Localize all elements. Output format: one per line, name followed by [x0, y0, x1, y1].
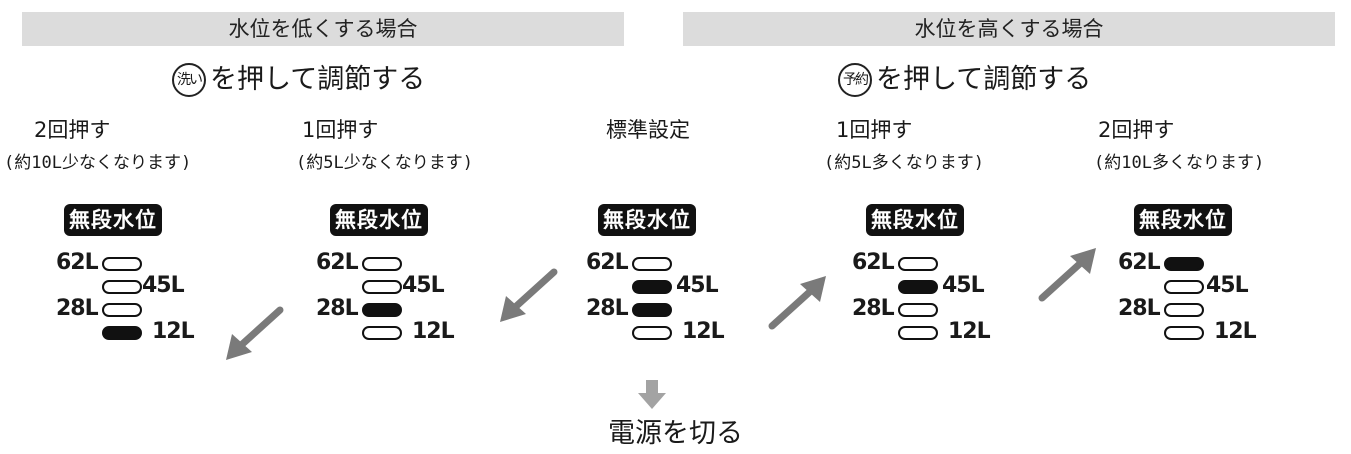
indicator-62l-active	[1164, 257, 1204, 271]
panel-title: 無段水位	[1134, 204, 1232, 236]
step-note-2: (約5L少なくなります)	[296, 153, 473, 173]
water-level-panel-4: 無段水位 62L 45L 28L 12L	[852, 200, 1048, 368]
step-note-5: (約10L多くなります)	[1094, 153, 1265, 173]
level-12l-label: 12L	[1214, 319, 1257, 344]
indicator-12l	[632, 326, 672, 340]
indicator-45l	[362, 280, 402, 294]
water-level-panel-2: 無段水位 62L 45L 28L 12L	[316, 200, 512, 368]
left-instruction: 洗い を押して調節する	[172, 62, 425, 98]
level-12l-label: 12L	[948, 319, 991, 344]
step-label-2: 1回押す	[302, 118, 379, 142]
arrow-down-icon	[638, 380, 666, 409]
level-45l-label: 45L	[142, 273, 185, 298]
timer-button-icon: 予約	[838, 63, 872, 97]
indicator-62l	[632, 257, 672, 271]
step-label-4: 1回押す	[836, 118, 913, 142]
panel-title: 無段水位	[598, 204, 696, 236]
step-note-1: (約10L少なくなります)	[4, 153, 192, 173]
level-45l-label: 45L	[1206, 273, 1249, 298]
panel-title: 無段水位	[64, 204, 162, 236]
left-banner: 水位を低くする場合	[22, 12, 624, 46]
indicator-28l-active	[362, 303, 402, 317]
panel-title: 無段水位	[866, 204, 964, 236]
indicator-12l	[898, 326, 938, 340]
arrow-down-left-icon	[226, 306, 284, 360]
left-instruction-text: を押して調節する	[210, 64, 426, 95]
level-28l-label: 28L	[586, 296, 629, 321]
right-instruction-text: を押して調節する	[876, 64, 1092, 95]
indicator-28l	[102, 303, 142, 317]
water-level-panel-1: 無段水位 62L 45L 28L 12L	[56, 200, 246, 368]
right-banner: 水位を高くする場合	[683, 12, 1335, 46]
indicator-62l	[362, 257, 402, 271]
indicator-62l	[898, 257, 938, 271]
indicator-45l	[1164, 280, 1204, 294]
power-off-label: 電源を切る	[608, 418, 743, 449]
level-12l-label: 12L	[412, 319, 455, 344]
indicator-45l-active	[632, 280, 672, 294]
step-note-4: (約5L多くなります)	[824, 153, 984, 173]
step-label-1: 2回押す	[34, 118, 111, 142]
indicator-28l	[1164, 303, 1204, 317]
indicator-12l-active	[102, 326, 142, 340]
indicator-45l	[102, 280, 142, 294]
indicator-12l	[1164, 326, 1204, 340]
level-62l-label: 62L	[56, 250, 99, 275]
indicator-45l-active	[898, 280, 938, 294]
wash-button-icon: 洗い	[172, 63, 206, 97]
level-28l-label: 28L	[316, 296, 359, 321]
level-28l-label: 28L	[852, 296, 895, 321]
level-45l-label: 45L	[676, 273, 719, 298]
arrow-up-right-icon	[768, 276, 826, 330]
indicator-62l	[102, 257, 142, 271]
water-level-panel-5: 無段水位 62L 45L 28L 12L	[1118, 200, 1316, 368]
right-instruction: 予約 を押して調節する	[838, 62, 1091, 98]
panel-title: 無段水位	[330, 204, 428, 236]
level-45l-label: 45L	[942, 273, 985, 298]
indicator-28l-active	[632, 303, 672, 317]
indicator-12l	[362, 326, 402, 340]
level-28l-label: 28L	[56, 296, 99, 321]
indicator-28l	[898, 303, 938, 317]
level-45l-label: 45L	[402, 273, 445, 298]
level-12l-label: 12L	[152, 319, 195, 344]
level-62l-label: 62L	[1118, 250, 1161, 275]
level-12l-label: 12L	[682, 319, 725, 344]
arrow-down-left-icon	[500, 268, 558, 322]
level-28l-label: 28L	[1118, 296, 1161, 321]
arrow-up-right-icon	[1038, 248, 1096, 302]
level-62l-label: 62L	[852, 250, 895, 275]
step-label-5: 2回押す	[1098, 118, 1175, 142]
level-62l-label: 62L	[586, 250, 629, 275]
level-62l-label: 62L	[316, 250, 359, 275]
step-label-3: 標準設定	[606, 118, 690, 142]
water-level-panel-standard: 無段水位 62L 45L 28L 12L	[586, 200, 780, 368]
